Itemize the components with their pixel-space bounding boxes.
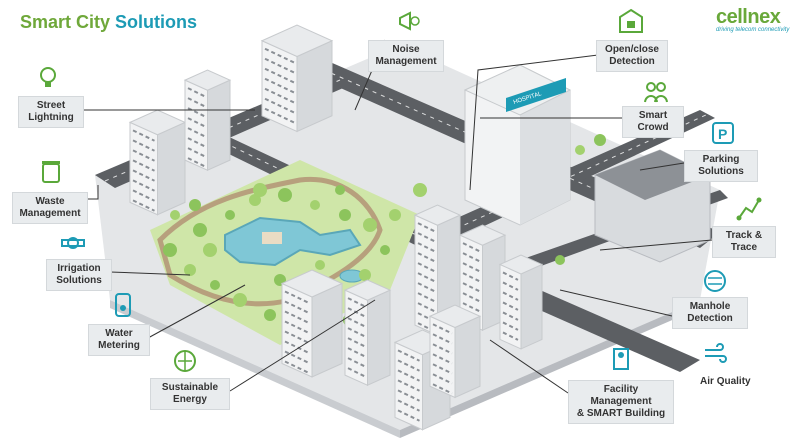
- building: [498, 254, 544, 350]
- svg-text:P: P: [718, 126, 727, 142]
- label-street-lightning: Street Lightning: [18, 96, 84, 128]
- title-part-1: Smart City: [20, 12, 111, 32]
- tree: [389, 209, 401, 221]
- label-smart-crowd: Smart Crowd: [622, 106, 684, 138]
- tree: [163, 243, 177, 257]
- pond: [224, 216, 362, 267]
- door-lock-icon: [619, 8, 643, 33]
- building-gear-icon: [613, 348, 629, 370]
- tree: [225, 210, 235, 220]
- brand-tagline: driving telecom connectivity: [716, 27, 790, 33]
- tree: [203, 243, 217, 257]
- label-facility-management: Facility Management & SMART Building: [568, 380, 674, 424]
- manhole-icon: [704, 270, 726, 292]
- wind-icon: [705, 343, 727, 363]
- building: [183, 69, 232, 172]
- label-manhole-detection: Manhole Detection: [672, 297, 748, 329]
- brand-name: cellnex: [716, 6, 781, 28]
- tree: [233, 293, 247, 307]
- route-icon: [736, 197, 762, 221]
- building: [260, 24, 334, 133]
- label-sustainable-energy: Sustainable Energy: [150, 378, 230, 410]
- tree: [335, 185, 345, 195]
- label-track-trace: Track & Trace: [712, 226, 776, 258]
- building: [128, 109, 187, 216]
- tree: [170, 210, 180, 220]
- tree: [339, 209, 351, 221]
- building: [428, 304, 482, 399]
- label-air-quality: Air Quality: [700, 376, 751, 387]
- streetlight-icon: [40, 67, 56, 87]
- parking-icon: P: [712, 122, 734, 144]
- label-open-close-detection: Open/close Detection: [596, 40, 668, 72]
- recycle-bin-icon: [42, 161, 60, 183]
- label-irrigation-solutions: Irrigation Solutions: [46, 259, 112, 291]
- label-water-metering: Water Metering: [88, 324, 150, 356]
- title-part-2: Solutions: [115, 12, 198, 32]
- irrigation-pipe-icon: [61, 237, 85, 249]
- tree: [363, 218, 377, 232]
- tree: [315, 260, 325, 270]
- tree: [575, 145, 585, 155]
- megaphone-icon: [399, 11, 420, 31]
- tree: [380, 245, 390, 255]
- label-parking-solutions: Parking Solutions: [684, 150, 758, 182]
- parking-structure: [594, 149, 711, 263]
- tree: [184, 264, 196, 276]
- label-noise-management: Noise Management: [368, 40, 444, 72]
- crowd-icon: [644, 82, 668, 103]
- tree: [359, 269, 371, 281]
- building: [280, 269, 344, 378]
- tree: [249, 194, 261, 206]
- tree: [253, 183, 267, 197]
- page-title: Smart City Solutions: [20, 12, 197, 33]
- tree: [555, 255, 565, 265]
- hospital-building: HOSPITAL: [463, 64, 572, 226]
- tree: [193, 223, 207, 237]
- label-waste-management: Waste Management: [12, 192, 88, 224]
- water-meter-icon: [115, 293, 131, 317]
- tree: [264, 309, 276, 321]
- globe-leaf-icon: [174, 350, 196, 372]
- brand-logo: cellnex driving telecom connectivity: [716, 6, 796, 33]
- building: [343, 279, 392, 387]
- tree: [210, 280, 220, 290]
- tree: [594, 134, 606, 146]
- tree: [189, 199, 201, 211]
- tree: [278, 188, 292, 202]
- tree: [413, 183, 427, 197]
- tree: [310, 200, 320, 210]
